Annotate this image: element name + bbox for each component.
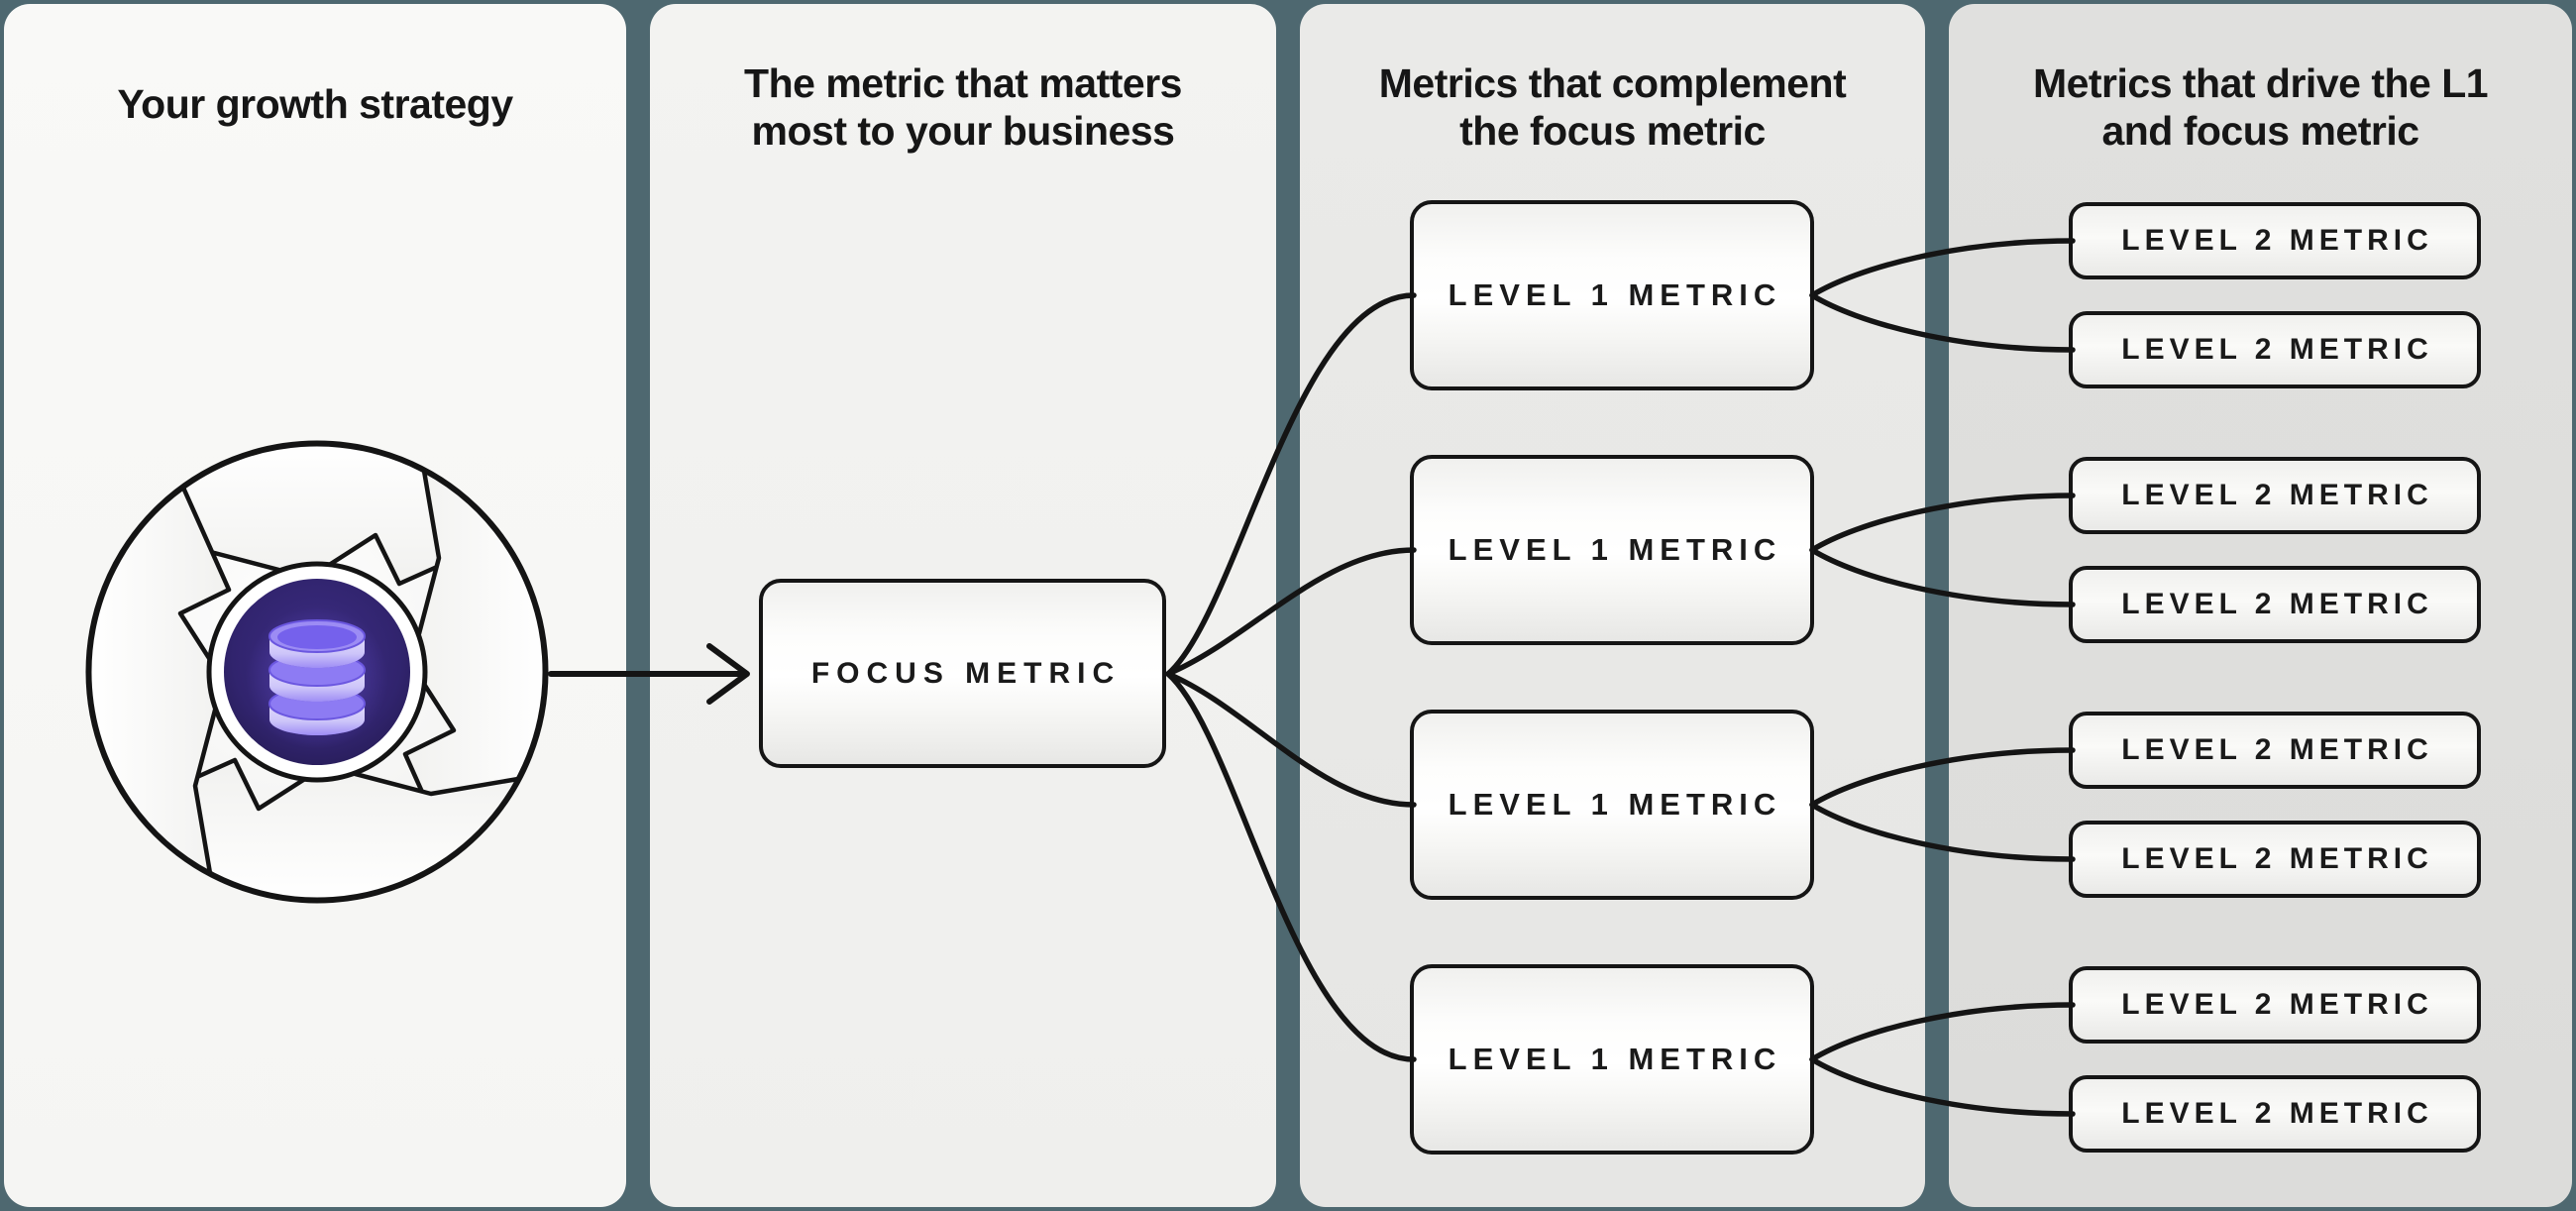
heading-line: the focus metric [1459,108,1766,154]
heading-line: The metric that matters [744,60,1182,106]
level1-metric-box: LEVEL 1 METRIC [1410,964,1814,1155]
level2-metric-box: LEVEL 2 METRIC [2069,566,2481,643]
panel-heading: Metrics that complement the focus metric [1300,59,1925,155]
panel-heading: Metrics that drive the L1 and focus metr… [1949,59,2572,155]
level2-metric-box: LEVEL 2 METRIC [2069,457,2481,534]
level2-metric-box: LEVEL 2 METRIC [2069,712,2481,789]
panel-heading: Your growth strategy [4,80,626,128]
level1-metric-box: LEVEL 1 METRIC [1410,710,1814,900]
level2-metric-box: LEVEL 2 METRIC [2069,1075,2481,1153]
level2-metric-box: LEVEL 2 METRIC [2069,202,2481,279]
heading-line: Metrics that drive the L1 [2032,60,2489,106]
growth-flywheel-icon [85,440,549,904]
heading-line: most to your business [751,108,1175,154]
focus-metric-box: FOCUS METRIC [759,579,1166,768]
level2-metric-box: LEVEL 2 METRIC [2069,311,2481,388]
panel-heading: The metric that matters most to your bus… [650,59,1276,155]
level1-metric-box: LEVEL 1 METRIC [1410,200,1814,390]
level2-metric-box: LEVEL 2 METRIC [2069,821,2481,898]
level2-metric-box: LEVEL 2 METRIC [2069,966,2481,1044]
level1-metric-box: LEVEL 1 METRIC [1410,455,1814,645]
heading-line: Metrics that complement [1378,60,1847,106]
flywheel-blades [86,441,548,903]
heading-line: and focus metric [2101,108,2419,154]
database-icon [268,619,366,735]
heading-line: Your growth strategy [117,81,513,127]
